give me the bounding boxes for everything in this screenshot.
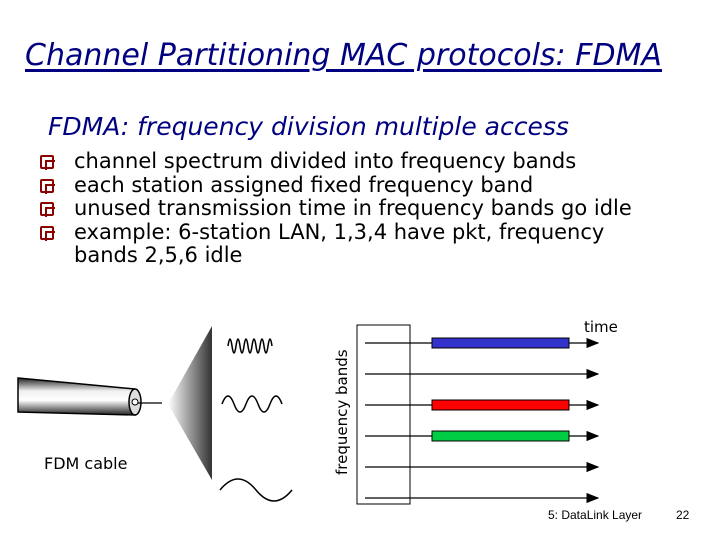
- bullet-list: channel spectrum divided into frequency …: [40, 149, 720, 268]
- frequency-band-lines: [365, 337, 600, 504]
- band-bar-station-1: [431, 337, 570, 349]
- bullet-text: example: 6-station LAN, 1,3,4 have pkt, …: [74, 219, 605, 267]
- medium-frequency-wave-icon: [221, 395, 283, 413]
- high-frequency-wave-icon: [227, 338, 273, 354]
- checkbox-bullet-icon: [40, 178, 55, 194]
- low-frequency-wave-icon: [219, 478, 293, 502]
- checkbox-bullet-icon: [40, 202, 55, 217]
- bullet-item: example: 6-station LAN, 1,3,4 have pkt, …: [40, 219, 674, 268]
- fdm-cable: [17, 377, 162, 416]
- frequency-bands-axis-label: frequency bands: [333, 349, 351, 475]
- bullet-text: unused transmission time in frequency ba…: [74, 196, 632, 220]
- frequency-spread-wedge: [168, 326, 212, 480]
- page-number: 22: [676, 508, 690, 522]
- slide-title: Channel Partitioning MAC protocols: FDMA: [25, 38, 662, 73]
- time-axis-label: time: [584, 318, 618, 336]
- bullet-text: channel spectrum divided into frequency …: [74, 149, 577, 173]
- checkbox-bullet-icon: [40, 225, 55, 241]
- waveform-icons: [219, 338, 293, 502]
- fdm-cable-label: FDM cable: [44, 454, 128, 473]
- frequency-axis-box: [356, 324, 411, 505]
- footer-chapter: 5: DataLink Layer: [548, 508, 643, 522]
- band-bar-station-4: [431, 430, 570, 442]
- bullet-text: each station assigned fixed frequency ba…: [74, 172, 534, 197]
- bullet-item: each station assigned fixed frequency ba…: [40, 172, 720, 198]
- band-bar-station-3: [431, 399, 570, 411]
- bullet-item: unused transmission time in frequency ba…: [40, 196, 720, 221]
- slide-subtitle: FDMA: frequency division multiple access: [48, 112, 569, 141]
- checkbox-bullet-icon: [40, 155, 55, 170]
- bullet-item: channel spectrum divided into frequency …: [40, 149, 720, 174]
